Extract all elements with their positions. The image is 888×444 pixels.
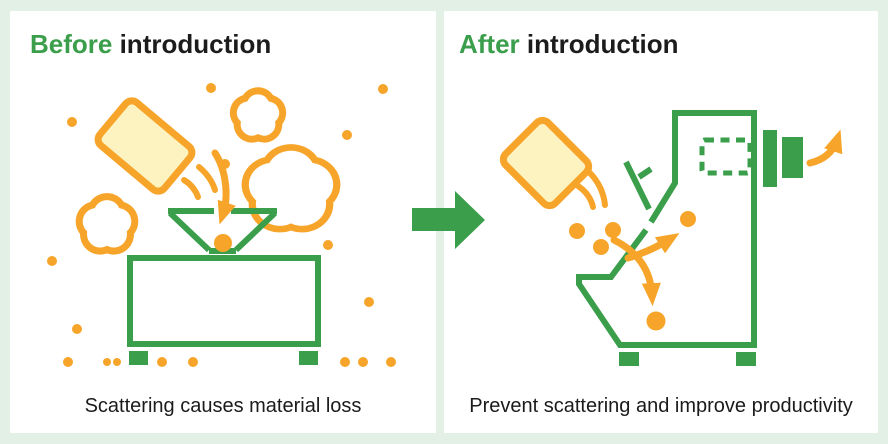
material-dot xyxy=(113,358,121,366)
material-dot xyxy=(323,240,333,250)
inlet-flap-icon xyxy=(623,160,653,211)
title-rest: introduction xyxy=(519,29,679,59)
internal-chamber-dashed-icon xyxy=(699,137,753,176)
material-ball xyxy=(646,311,666,331)
material-dot xyxy=(63,357,73,367)
before-panel-caption: Scattering causes material loss xyxy=(84,395,362,417)
title-rest: introduction xyxy=(112,29,272,59)
machine-foot xyxy=(736,352,756,366)
pour-stream-line xyxy=(196,164,218,193)
enclosed-feeder-icon xyxy=(576,110,803,366)
material-dot xyxy=(103,358,111,366)
material-dot xyxy=(358,357,368,367)
feeder-outlet-blocks xyxy=(619,130,803,366)
material-dot xyxy=(157,357,167,367)
exhaust-arrow-icon xyxy=(806,129,843,167)
machine-foot xyxy=(129,351,148,365)
inlet-arrow-icon xyxy=(624,233,680,262)
scattered-material-dots xyxy=(47,83,396,367)
outlet-flange xyxy=(763,130,777,187)
dust-cloud-icon xyxy=(79,197,135,251)
material-ball xyxy=(680,211,696,227)
flap-line xyxy=(623,160,652,211)
machine-body-icon xyxy=(127,255,321,365)
material-dot xyxy=(47,256,57,266)
pour-stream-line xyxy=(181,177,201,200)
pour-arrow-icon xyxy=(211,149,236,225)
material-bag-icon xyxy=(94,97,196,195)
transition-arrow-icon xyxy=(412,191,485,249)
before-panel-title: Before introduction xyxy=(30,29,271,60)
guided-flow-icon xyxy=(575,129,843,307)
machine-housing xyxy=(127,255,321,347)
material-dot xyxy=(188,357,198,367)
dust-cloud-icon xyxy=(245,147,337,229)
material-dot xyxy=(364,297,374,307)
dust-cloud-icon xyxy=(233,91,282,139)
after-panel-title: After introduction xyxy=(459,29,679,60)
pour-stream-line xyxy=(575,183,596,210)
material-balls xyxy=(569,211,696,331)
feeder-housing-outline xyxy=(576,110,757,348)
outlet-block xyxy=(782,137,803,178)
material-dot xyxy=(206,83,216,93)
drop-arrow-icon xyxy=(610,236,661,307)
hopper-funnel-icon xyxy=(167,208,278,254)
material-dot xyxy=(72,324,82,334)
material-bag-icon xyxy=(499,116,593,210)
material-dot xyxy=(378,84,388,94)
after-panel-caption: Prevent scattering and improve productiv… xyxy=(469,395,853,417)
pour-stream-line xyxy=(586,169,608,208)
machine-foot xyxy=(619,352,639,366)
machine-foot xyxy=(299,351,318,365)
before-illustration xyxy=(47,83,396,367)
after-illustration xyxy=(499,110,843,366)
title-highlight: After xyxy=(459,29,520,59)
pour-flow-icon xyxy=(181,149,236,225)
title-highlight: Before xyxy=(30,29,113,59)
material-dot xyxy=(67,117,77,127)
material-ball xyxy=(214,234,232,252)
material-dot xyxy=(342,130,352,140)
material-ball xyxy=(569,223,585,239)
material-ball xyxy=(593,239,609,255)
material-ball xyxy=(605,222,621,238)
flap-tick xyxy=(637,166,653,180)
material-dot xyxy=(386,357,396,367)
material-dot xyxy=(340,357,350,367)
machine-feet xyxy=(129,351,318,365)
